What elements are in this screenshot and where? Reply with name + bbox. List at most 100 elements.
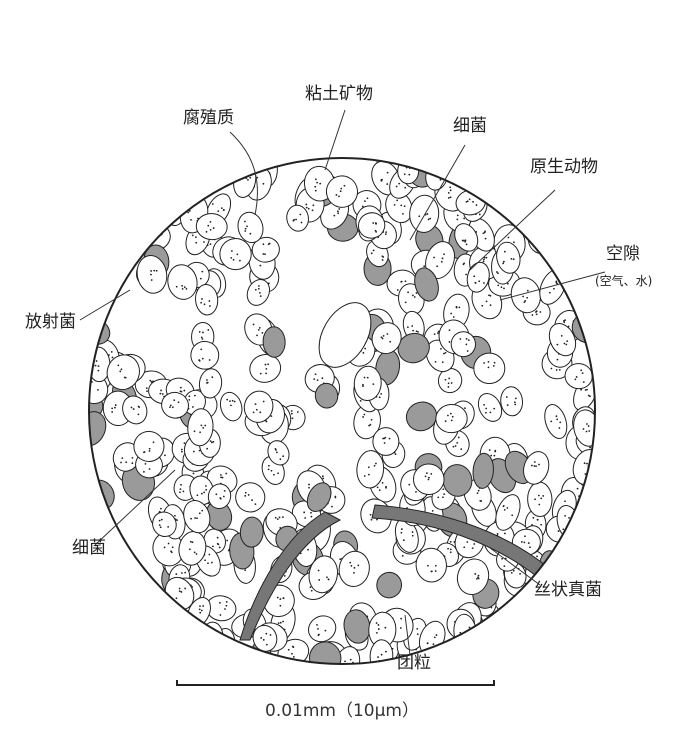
soil-particle [190,340,220,370]
particle-dot [555,369,558,371]
particle-dot [435,634,438,636]
particle-dot [353,571,355,574]
particle-dot [213,643,216,646]
particle-dot [270,415,273,418]
particle-dot [367,466,370,469]
particle-dot [378,396,381,399]
particle-dot [208,359,211,361]
particle-dot [362,383,364,386]
particle-dot [427,218,430,221]
particle-dot [249,232,252,235]
particle-dot [212,631,215,634]
particle-dot [246,225,248,228]
particle-dot [203,303,206,306]
particle-dot [258,291,261,294]
particle-dot [447,191,450,194]
particle-dot [131,462,134,465]
particle-dot [532,238,535,241]
particle-dot [429,217,432,220]
particle-dot [188,395,191,398]
particle-dot [208,553,211,556]
particle-dot [460,448,463,451]
label-pore-note: (空气、水) [595,274,653,288]
particle-dot [489,294,492,297]
particle-dot [152,441,155,444]
particle-dot [478,280,481,283]
particle-dot [487,360,490,363]
particle-dot [493,407,496,410]
particle-dot [377,656,379,658]
particle-dot [443,352,445,355]
label-bacteria-left: 细菌 [72,538,106,558]
particle-dot [550,367,553,370]
particle-dot [111,407,114,410]
soil-particle [308,615,337,643]
particle-dot [204,633,207,636]
particle-dot [209,305,211,307]
particle-dot [582,381,585,384]
particle-dot [196,494,199,497]
particle-dot [540,523,543,526]
particle-dot [381,255,384,258]
particle-dot [440,260,443,263]
particle-dot [443,493,446,495]
particle-dot [580,369,583,372]
particle-dot [492,364,495,367]
particle-dot [192,472,195,475]
soil-particle [372,427,400,456]
particle-dot [155,269,158,272]
particle-dot [437,332,439,335]
particle-dot [221,476,224,479]
particle-dot [458,306,461,309]
particle-dot [538,463,540,466]
particle-dot [363,200,366,203]
particle-dot [267,464,270,467]
soil-particles [89,158,595,664]
particle-dot [364,347,367,350]
soil-particle [496,241,521,274]
particle-dot [481,304,484,307]
particle-dot [368,424,370,427]
particle-dot [170,203,173,205]
particle-dot [524,535,526,538]
particle-dot [504,532,506,535]
particle-dot [270,469,273,472]
particle-dot [571,522,574,525]
particle-dot [434,360,437,363]
clay-particle [376,571,402,599]
particle-dot [591,472,594,474]
particle-dot [571,541,573,544]
particle-dot [488,294,490,297]
scale-bar-label: 0.01mm（10μm） [265,701,419,721]
particle-dot [446,163,449,166]
particle-dot [369,513,372,516]
particle-dot [175,213,177,215]
particle-dot [205,488,208,491]
soil-particle [435,404,468,434]
particle-dot [195,553,198,555]
particle-dot [548,291,551,294]
particle-dot [223,647,226,650]
label-protozoa: 原生动物 [530,157,598,177]
particle-dot [254,288,257,291]
particle-dot [148,468,151,470]
particle-dot [530,464,533,467]
particle-dot [503,250,506,253]
particle-dot [363,413,366,416]
particle-dot [418,215,421,218]
particle-dot [401,212,404,215]
particle-dot [411,325,414,327]
particle-dot [160,507,162,510]
soil-particle [161,391,189,419]
particle-dot [177,401,180,404]
particle-dot [200,348,203,351]
particle-dot [500,286,503,289]
particle-dot [145,387,148,390]
particle-dot [262,182,265,185]
particle-dot [514,397,517,400]
particle-dot [222,209,225,212]
particle-dot [267,243,270,246]
particle-dot [568,516,570,519]
particle-dot [217,210,220,213]
particle-dot [180,448,183,451]
